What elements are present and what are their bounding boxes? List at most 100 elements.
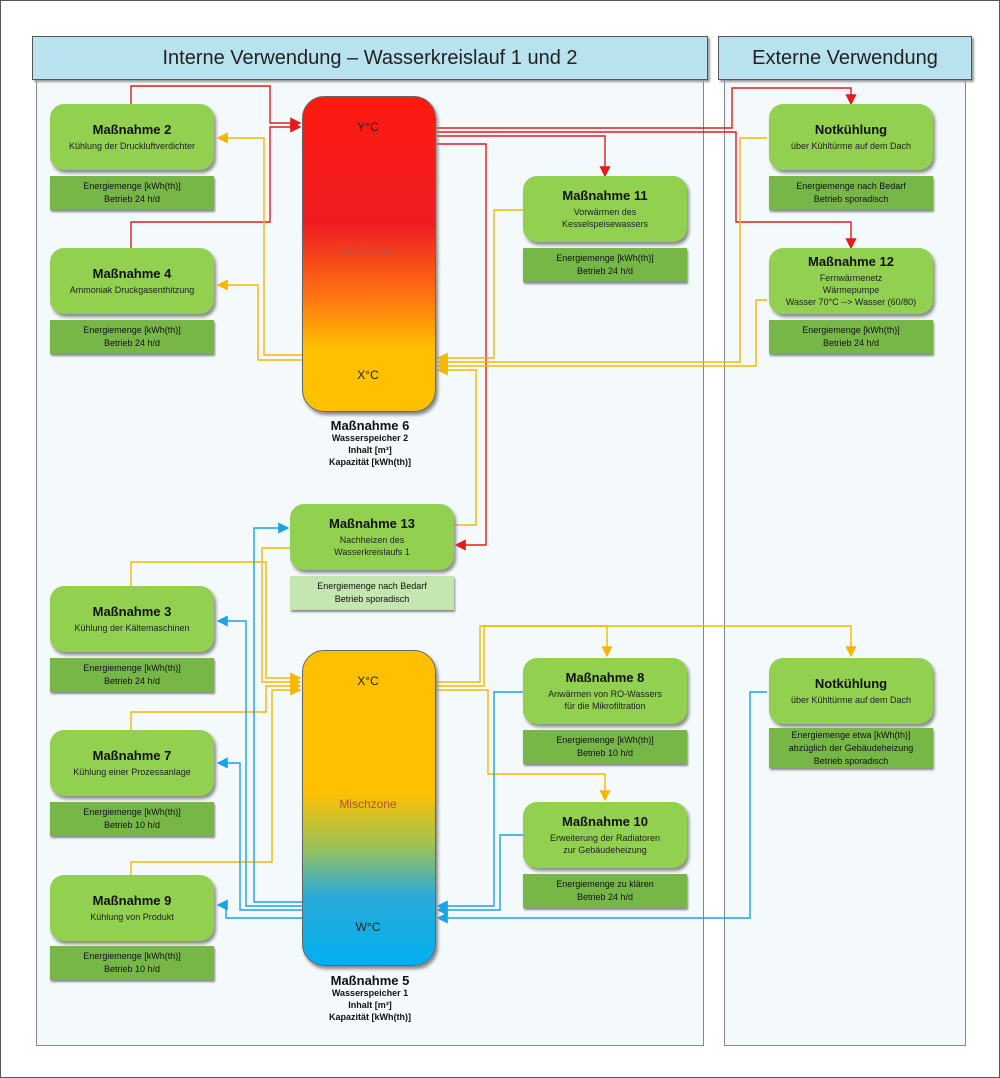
tank-5 <box>302 650 436 966</box>
m13-sub2: Wasserkreislaufs 1 <box>334 547 410 557</box>
info-m4: Energiemenge [kWh(th)] Betrieb 24 h/d <box>50 320 214 354</box>
tank-6-caption: Maßnahme 6 Wasserspeicher 2 Inhalt [m³] … <box>290 418 450 468</box>
nk2-info2: abzüglich der Gebäudeheizung <box>788 742 914 753</box>
m8-sub1: Anwärmen von RO-Wassers <box>548 689 662 699</box>
m3-info2: Betrieb 24 h/d <box>103 676 161 686</box>
info-m10: Energiemenge zu klären Betrieb 24 h/d <box>523 874 687 908</box>
nk1-info2: Betrieb sporadisch <box>813 194 889 204</box>
yellow-line-m12 <box>436 299 767 372</box>
tank-5-line2: Inhalt [m³] <box>348 1000 392 1010</box>
box-m4: Maßnahme 4 Ammoniak Druckgasenthitzung <box>50 248 214 314</box>
nk1-info1: Energiemenge nach Bedarf <box>796 181 906 191</box>
info-notkuehlung-1: Energiemenge nach Bedarf Betrieb sporadi… <box>769 176 933 210</box>
yellow-line-m8 <box>436 625 613 683</box>
yellow-line-m7 <box>130 680 302 730</box>
box-notkuehlung-1: Notkühlung über Kühltürme auf dem Dach <box>769 104 933 170</box>
yellow-line-m10 <box>436 689 611 802</box>
info-m9: Energiemenge [kWh(th)] Betrieb 10 h/d <box>50 946 214 980</box>
box-notkuehlung-2: Notkühlung über Kühltürme auf dem Dach <box>769 658 933 724</box>
m8-sub2: für die Mikrofiltration <box>564 701 646 711</box>
m2-info2: Betrieb 24 h/d <box>103 194 161 204</box>
info-m3: Energiemenge [kWh(th)] Betrieb 24 h/d <box>50 658 214 692</box>
m11-info2: Betrieb 24 h/d <box>576 266 634 276</box>
yellow-line-m13b <box>261 547 302 688</box>
m11-sub1: Vorwärmen des <box>573 207 637 217</box>
m12-sub3: Wasser 70°C --> Wasser (60/80) <box>785 297 917 307</box>
tank-6-top-label: Y°C <box>357 120 379 134</box>
m12-title: Maßnahme 12 <box>808 254 894 269</box>
info-m11: Energiemenge [kWh(th)] Betrieb 24 h/d <box>523 248 687 282</box>
header-extern-label: Externe Verwendung <box>752 46 938 69</box>
m2-sub: Kühlung der Druckluftverdichter <box>68 141 196 151</box>
m10-sub1: Erweiterung der Radiatoren <box>549 833 661 843</box>
blue-line-m13 <box>253 522 302 903</box>
m10-sub2: zur Gebäudeheizung <box>563 845 647 855</box>
red-line-m4 <box>130 121 302 248</box>
nk1-sub: über Kühltürme auf dem Dach <box>790 141 912 151</box>
box-m13: Maßnahme 13 Nachheizen des Wasserkreisla… <box>290 504 454 570</box>
box-m12: Maßnahme 12 Fernwärmenetz Wärmepumpe Was… <box>769 248 933 314</box>
info-m8: Energiemenge [kWh(th)] Betrieb 10 h/d <box>523 730 687 764</box>
m3-info1: Energiemenge [kWh(th)] <box>83 663 181 673</box>
tank-6-mix-label: Mischzone <box>339 245 397 259</box>
m2-info1: Energiemenge [kWh(th)] <box>83 181 181 191</box>
m4-info1: Energiemenge [kWh(th)] <box>83 325 181 335</box>
m11-sub2: Kesselspeisewassers <box>561 219 649 229</box>
panel-extern <box>724 74 966 1046</box>
m13-info1: Energiemenge nach Bedarf <box>317 581 427 591</box>
red-line-m2 <box>130 85 302 129</box>
m13-sub1: Nachheizen des <box>339 535 405 545</box>
m10-title: Maßnahme 10 <box>562 814 648 829</box>
m10-info1: Energiemenge zu klären <box>556 879 654 889</box>
m8-info1: Energiemenge [kWh(th)] <box>556 735 654 745</box>
m3-sub: Kühlung der Kältemaschinen <box>74 623 190 633</box>
box-m8: Maßnahme 8 Anwärmen von RO-Wassers für d… <box>523 658 687 724</box>
m8-info2: Betrieb 10 h/d <box>576 748 634 758</box>
yellow-line-nk2 <box>436 625 857 687</box>
m9-title: Maßnahme 9 <box>92 893 172 908</box>
m13-info2: Betrieb sporadisch <box>334 594 410 604</box>
info-m7: Energiemenge [kWh(th)] Betrieb 10 h/d <box>50 802 214 836</box>
yellow-line-m3 <box>130 561 302 684</box>
box-m7: Maßnahme 7 Kühlung einer Prozessanlage <box>50 730 214 796</box>
tank-6-bottom-label: X°C <box>357 368 379 382</box>
tank-6-line3: Kapazität [kWh(th)] <box>329 457 411 467</box>
box-m3: Maßnahme 3 Kühlung der Kältemaschinen <box>50 586 214 652</box>
tank-5-line1: Wasserspeicher 1 <box>331 988 409 998</box>
m7-info1: Energiemenge [kWh(th)] <box>83 807 181 817</box>
box-m9: Maßnahme 9 Kühlung von Produkt <box>50 875 214 941</box>
tank-5-line3: Kapazität [kWh(th)] <box>329 1012 411 1022</box>
blue-line-m9 <box>216 899 302 919</box>
nk1-title: Notkühlung <box>814 122 888 137</box>
info-notkuehlung-2: Energiemenge etwa [kWh(th)] abzüglich de… <box>769 728 933 768</box>
yellow-line-m13 <box>436 364 477 526</box>
yellow-line-m2 <box>216 132 302 356</box>
nk2-title: Notkühlung <box>814 676 888 691</box>
red-line-m11 <box>436 135 611 178</box>
nk2-info3: Betrieb sporadisch <box>813 755 889 766</box>
m3-title: Maßnahme 3 <box>92 604 172 619</box>
m11-info1: Energiemenge [kWh(th)] <box>556 253 654 263</box>
box-m10: Maßnahme 10 Erweiterung der Radiatoren z… <box>523 802 687 868</box>
m11-title: Maßnahme 11 <box>562 188 648 203</box>
tank-6-title: Maßnahme 6 <box>330 418 410 433</box>
header-intern-label: Interne Verwendung – Wasserkreislauf 1 u… <box>162 46 578 69</box>
tank-5-bottom-label: W°C <box>355 920 381 934</box>
blue-line-m7 <box>216 757 302 911</box>
info-m12: Energiemenge [kWh(th)] Betrieb 24 h/d <box>769 320 933 354</box>
nk2-sub: über Kühltürme auf dem Dach <box>790 695 912 705</box>
blue-line-m10 <box>436 834 523 916</box>
box-m2: Maßnahme 2 Kühlung der Druckluftverdicht… <box>50 104 214 170</box>
red-line-m13 <box>436 143 487 551</box>
yellow-line-m9 <box>130 684 302 875</box>
tank-5-mix-label: Mischzone <box>339 797 397 811</box>
blue-line-m3 <box>216 615 302 907</box>
header-extern: Externe Verwendung <box>718 36 972 80</box>
tank-6 <box>302 96 436 412</box>
m9-info2: Betrieb 10 h/d <box>103 964 161 974</box>
m4-info2: Betrieb 24 h/d <box>103 338 161 348</box>
info-m13: Energiemenge nach Bedarf Betrieb sporadi… <box>290 576 454 610</box>
m10-info2: Betrieb 24 h/d <box>576 892 634 902</box>
tank-6-line2: Inhalt [m³] <box>348 445 392 455</box>
